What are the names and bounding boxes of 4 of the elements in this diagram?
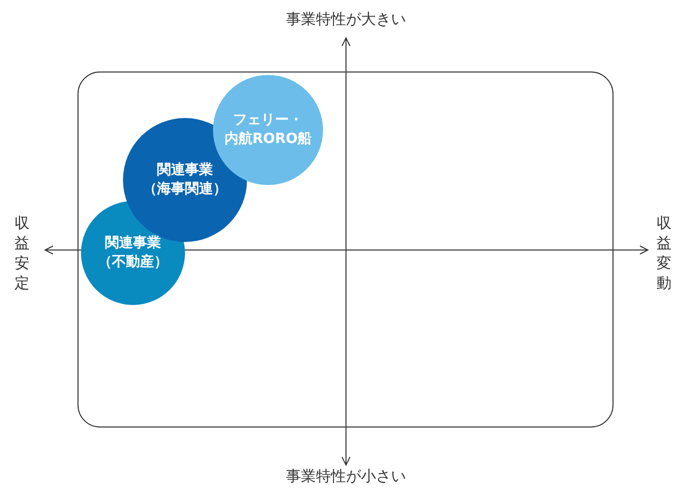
axis-label: 事業特性が小さい	[286, 467, 406, 486]
axis-label: 事業特性が大きい	[286, 10, 406, 29]
axis-label: 収益安定	[14, 213, 30, 293]
axis-label: 収益変動	[656, 213, 672, 293]
